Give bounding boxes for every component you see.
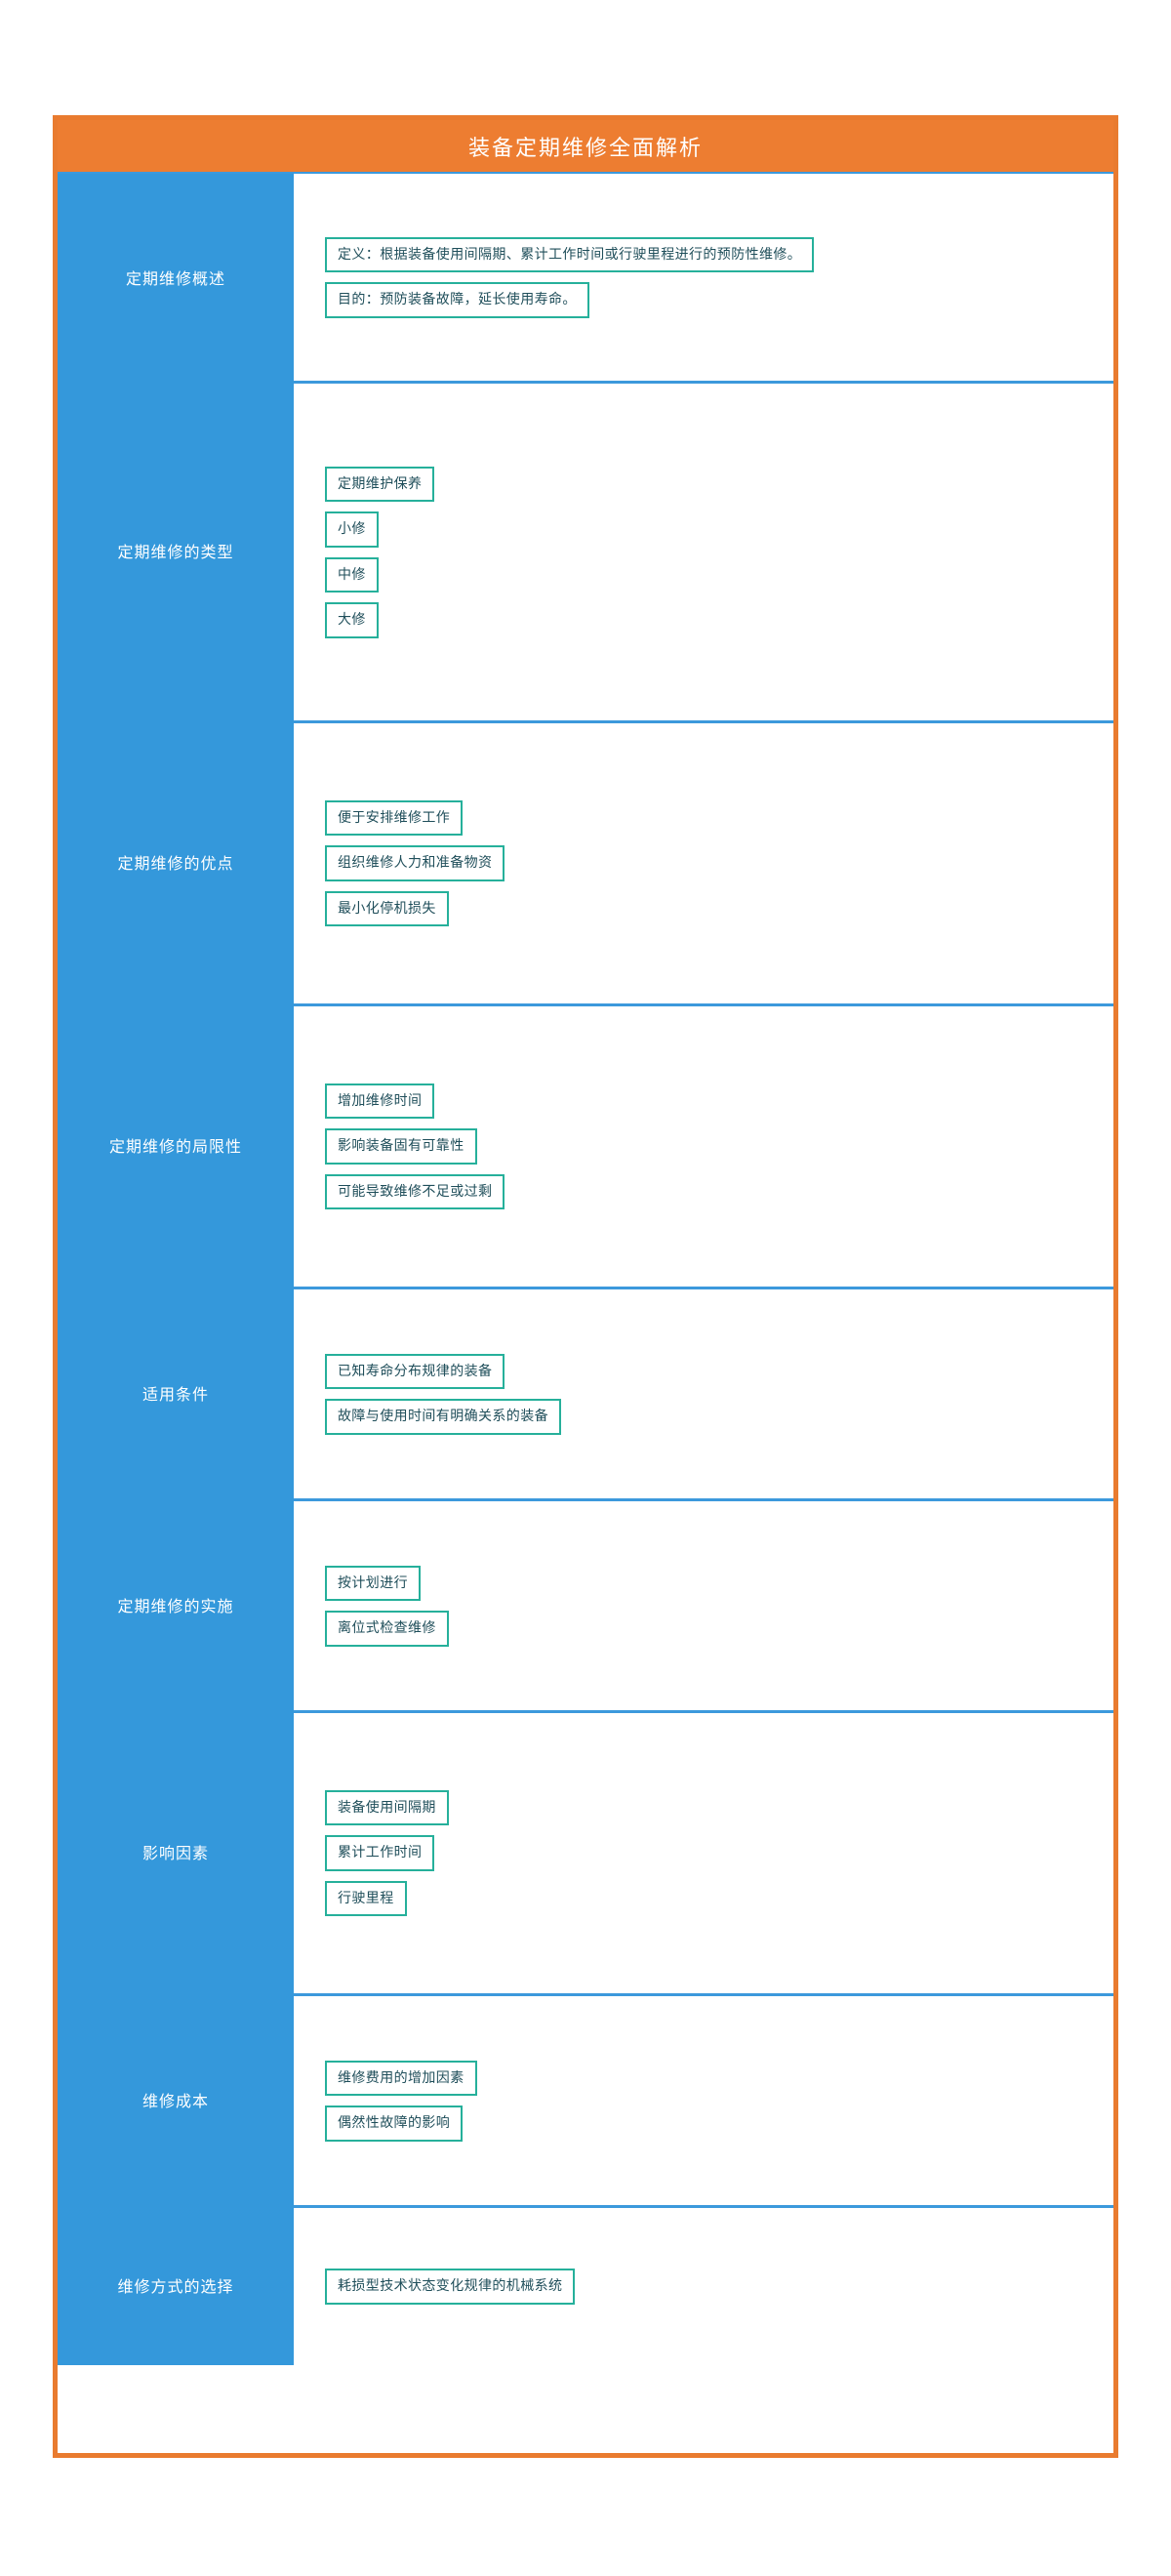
chip-item[interactable]: 组织维修人力和准备物资 xyxy=(325,845,505,881)
section-label-4[interactable]: 适用条件 xyxy=(58,1287,294,1498)
section-row: 维修方式的选择 耗损型技术状态变化规律的机械系统 xyxy=(58,2205,1113,2365)
section-row: 影响因素 装备使用间隔期 累计工作时间 行驶里程 xyxy=(58,1710,1113,1993)
section-row: 定期维修的类型 定期维护保养 小修 中修 大修 xyxy=(58,381,1113,720)
section-label-3[interactable]: 定期维修的局限性 xyxy=(58,1003,294,1287)
chip-item[interactable]: 维修费用的增加因素 xyxy=(325,2060,477,2096)
section-row: 定期维修的优点 便于安排维修工作 组织维修人力和准备物资 最小化停机损失 xyxy=(58,720,1113,1003)
section-row: 维修成本 维修费用的增加因素 偶然性故障的影响 xyxy=(58,1993,1113,2205)
chip-item[interactable]: 行驶里程 xyxy=(325,1880,407,1917)
chip-item[interactable]: 最小化停机损失 xyxy=(325,890,449,927)
section-row: 定期维修的局限性 增加维修时间 影响装备固有可靠性 可能导致维修不足或过剩 xyxy=(58,1003,1113,1287)
section-label-1[interactable]: 定期维修的类型 xyxy=(58,381,294,720)
section-content-6: 装备使用间隔期 累计工作时间 行驶里程 xyxy=(294,1710,1113,1993)
section-content-3: 增加维修时间 影响装备固有可靠性 可能导致维修不足或过剩 xyxy=(294,1003,1113,1287)
chip-item[interactable]: 偶然性故障的影响 xyxy=(325,2106,464,2142)
section-row: 定期维修概述 定义：根据装备使用间隔期、累计工作时间或行驶里程进行的预防性维修。… xyxy=(58,174,1113,381)
section-content-4: 已知寿命分布规律的装备 故障与使用时间有明确关系的装备 xyxy=(294,1287,1113,1498)
section-content-2: 便于安排维修工作 组织维修人力和准备物资 最小化停机损失 xyxy=(294,720,1113,1003)
chip-item[interactable]: 大修 xyxy=(325,602,379,638)
infographic-frame: 装备定期维修全面解析 定期维修概述 定义：根据装备使用间隔期、累计工作时间或行驶… xyxy=(53,115,1118,2458)
section-label-8[interactable]: 维修方式的选择 xyxy=(58,2205,294,2365)
chip-item[interactable]: 已知寿命分布规律的装备 xyxy=(325,1353,505,1389)
section-label-5[interactable]: 定期维修的实施 xyxy=(58,1498,294,1710)
chip-item[interactable]: 定期维护保养 xyxy=(325,466,435,502)
section-content-1: 定期维护保养 小修 中修 大修 xyxy=(294,381,1113,720)
chip-item[interactable]: 故障与使用时间有明确关系的装备 xyxy=(325,1399,561,1435)
section-content-5: 按计划进行 离位式检查维修 xyxy=(294,1498,1113,1710)
chip-item[interactable]: 离位式检查维修 xyxy=(325,1611,449,1647)
section-row: 定期维修的实施 按计划进行 离位式检查维修 xyxy=(58,1498,1113,1710)
section-label-7[interactable]: 维修成本 xyxy=(58,1993,294,2205)
section-label-0[interactable]: 定期维修概述 xyxy=(58,174,294,381)
chip-item[interactable]: 按计划进行 xyxy=(325,1565,421,1601)
section-label-2[interactable]: 定期维修的优点 xyxy=(58,720,294,1003)
chip-item[interactable]: 可能导致维修不足或过剩 xyxy=(325,1173,505,1210)
section-list: 定期维修概述 定义：根据装备使用间隔期、累计工作时间或行驶里程进行的预防性维修。… xyxy=(58,174,1113,2453)
section-content-0: 定义：根据装备使用间隔期、累计工作时间或行驶里程进行的预防性维修。 目的：预防装… xyxy=(294,174,1113,381)
page-title: 装备定期维修全面解析 xyxy=(58,120,1113,174)
section-row: 适用条件 已知寿命分布规律的装备 故障与使用时间有明确关系的装备 xyxy=(58,1287,1113,1498)
chip-item[interactable]: 增加维修时间 xyxy=(325,1083,435,1120)
chip-item[interactable]: 定义：根据装备使用间隔期、累计工作时间或行驶里程进行的预防性维修。 xyxy=(325,236,815,272)
section-content-7: 维修费用的增加因素 偶然性故障的影响 xyxy=(294,1993,1113,2205)
chip-item[interactable]: 累计工作时间 xyxy=(325,1835,435,1871)
chip-item[interactable]: 目的：预防装备故障，延长使用寿命。 xyxy=(325,282,589,318)
section-label-6[interactable]: 影响因素 xyxy=(58,1710,294,1993)
chip-item[interactable]: 中修 xyxy=(325,556,379,593)
chip-item[interactable]: 耗损型技术状态变化规律的机械系统 xyxy=(325,2269,576,2305)
chip-item[interactable]: 便于安排维修工作 xyxy=(325,799,464,837)
chip-item[interactable]: 装备使用间隔期 xyxy=(325,1789,449,1826)
chip-item[interactable]: 小修 xyxy=(325,511,379,548)
chip-item[interactable]: 影响装备固有可靠性 xyxy=(325,1128,477,1165)
section-content-8: 耗损型技术状态变化规律的机械系统 xyxy=(294,2205,1113,2365)
